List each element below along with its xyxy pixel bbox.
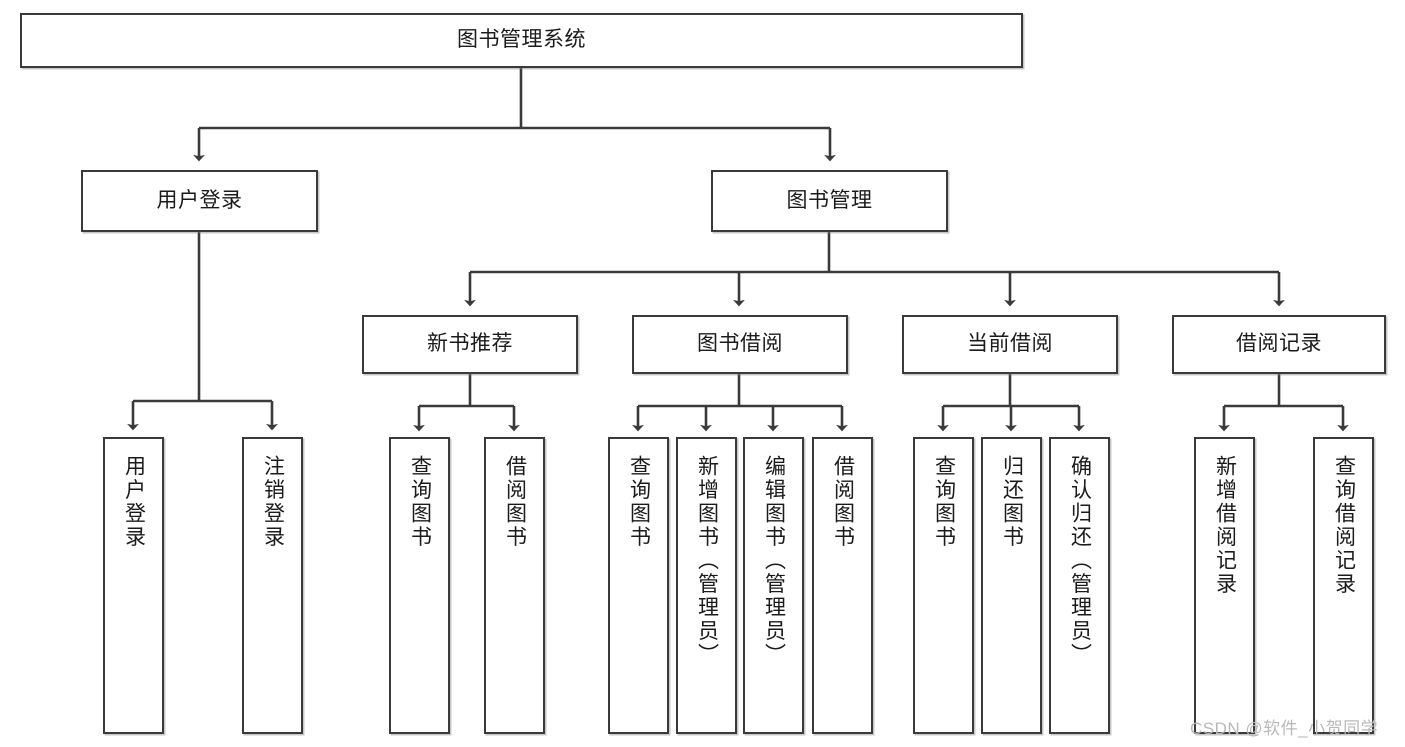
node-leaf-query-book-2[interactable]: 查询图书: [608, 437, 669, 734]
csdn-watermark: CSDN @软件_小贺同学: [1190, 719, 1379, 738]
node-leaf-return-book[interactable]: 归还图书: [981, 437, 1042, 734]
node-leaf-borrow-book-2[interactable]: 借阅图书: [812, 437, 873, 734]
node-leaf-confirm-return[interactable]: 确认归还（管理员）: [1049, 437, 1110, 734]
node-current-borrow-label: 当前借阅: [967, 332, 1053, 356]
node-leaf-user-login[interactable]: 用户登录: [103, 437, 164, 734]
node-leaf-add-record-label: 新增借阅记录: [1213, 455, 1237, 596]
node-book-borrow[interactable]: 图书借阅: [632, 315, 848, 374]
node-leaf-user-login-label: 用户登录: [122, 455, 146, 549]
node-leaf-add-book[interactable]: 新增图书（管理员）: [676, 437, 737, 734]
node-borrow-record-label: 借阅记录: [1236, 332, 1322, 356]
node-new-book-recommend-label: 新书推荐: [427, 332, 513, 356]
node-root-label: 图书管理系统: [457, 28, 586, 52]
node-leaf-return-book-label: 归还图书: [1000, 455, 1024, 549]
node-new-book-recommend[interactable]: 新书推荐: [362, 315, 578, 374]
node-leaf-query-book-3[interactable]: 查询图书: [913, 437, 974, 734]
node-leaf-query-book-1[interactable]: 查询图书: [389, 437, 450, 734]
node-leaf-query-book-2-label: 查询图书: [627, 455, 651, 549]
node-leaf-add-book-label: 新增图书（管理员）: [695, 455, 719, 667]
node-book-manage-label: 图书管理: [786, 188, 873, 212]
node-borrow-record[interactable]: 借阅记录: [1172, 315, 1386, 374]
node-leaf-edit-book-label: 编辑图书（管理员）: [762, 455, 786, 667]
node-user-login-label: 用户登录: [156, 188, 243, 212]
node-leaf-query-record-label: 查询借阅记录: [1332, 455, 1356, 596]
node-leaf-borrow-book-2-label: 借阅图书: [831, 455, 855, 549]
node-leaf-borrow-book-1[interactable]: 借阅图书: [484, 437, 545, 734]
node-leaf-confirm-return-label: 确认归还（管理员）: [1068, 455, 1092, 667]
node-leaf-query-book-1-label: 查询图书: [408, 455, 432, 549]
node-leaf-query-book-3-label: 查询图书: [932, 455, 956, 549]
node-current-borrow[interactable]: 当前借阅: [902, 315, 1118, 374]
node-leaf-edit-book[interactable]: 编辑图书（管理员）: [743, 437, 804, 734]
node-leaf-user-logout[interactable]: 注销登录: [242, 437, 303, 734]
node-leaf-borrow-book-1-label: 借阅图书: [503, 455, 527, 549]
node-book-manage[interactable]: 图书管理: [711, 170, 948, 232]
node-leaf-query-record[interactable]: 查询借阅记录: [1313, 437, 1374, 734]
node-root[interactable]: 图书管理系统: [20, 13, 1023, 68]
node-user-login[interactable]: 用户登录: [81, 170, 318, 232]
node-leaf-user-logout-label: 注销登录: [261, 455, 285, 549]
node-leaf-add-record[interactable]: 新增借阅记录: [1194, 437, 1255, 734]
node-book-borrow-label: 图书借阅: [697, 332, 783, 356]
